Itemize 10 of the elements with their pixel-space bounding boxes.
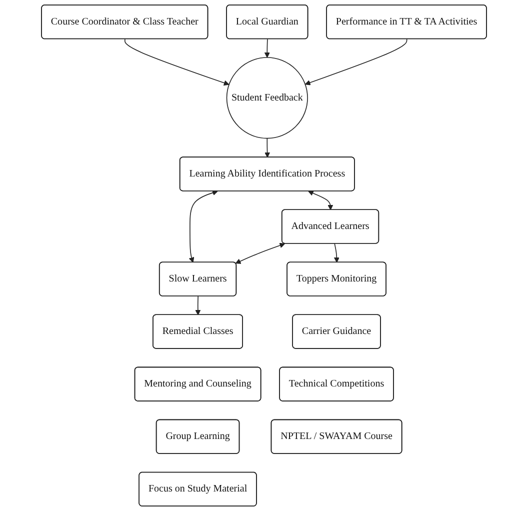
arrow [264,138,270,158]
arrow [235,242,286,264]
arrow [124,38,230,86]
arrow [188,190,218,263]
arrow [308,190,334,210]
arrow [195,296,201,316]
node-circle [226,57,308,139]
arrow [304,38,408,86]
arrow [334,243,340,263]
arrow [264,38,270,58]
